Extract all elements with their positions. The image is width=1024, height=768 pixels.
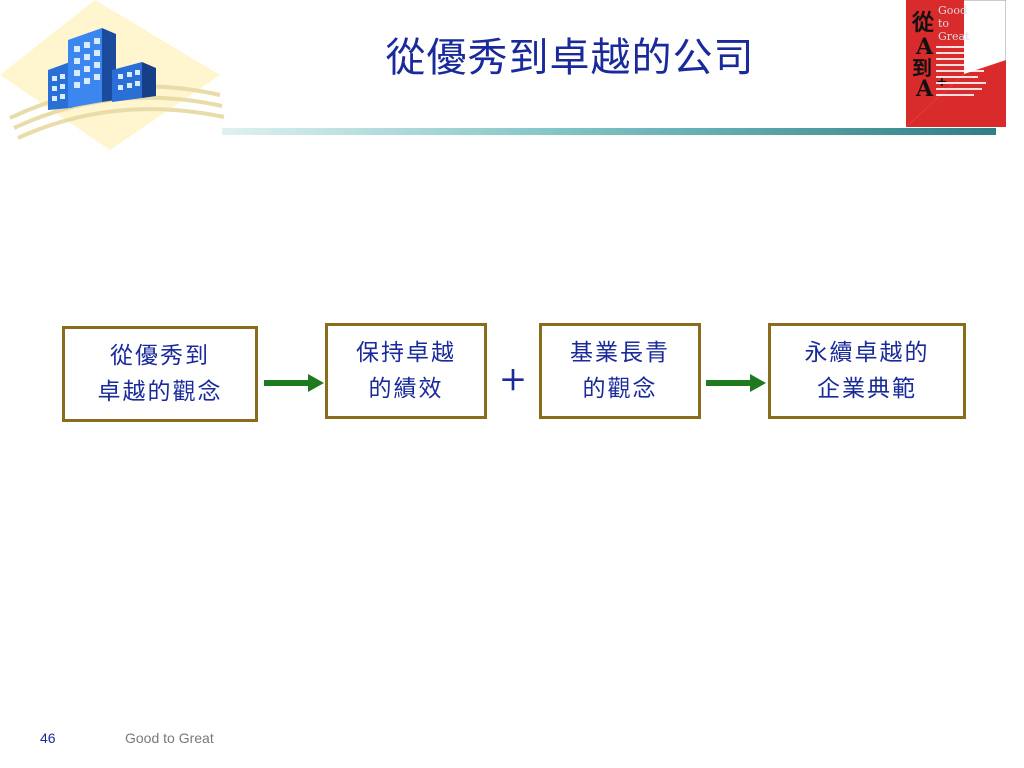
title-divider <box>222 128 996 135</box>
buildings-logo-icon <box>0 0 230 160</box>
flow-box-enduring-excellence-model: 永續卓越的 企業典範 <box>768 323 966 419</box>
arrow-right-icon <box>264 372 326 394</box>
cover-en-title: Good <box>938 4 967 17</box>
plus-operator: + <box>495 362 531 396</box>
flow-box-good-to-great-concept: 從優秀到 卓越的觀念 <box>62 326 258 422</box>
flow-box-label: 永續卓越的 企業典範 <box>805 335 930 407</box>
footer-title: Good to Great <box>125 730 214 746</box>
arrow-right-icon <box>706 372 768 394</box>
flow-box-label: 從優秀到 卓越的觀念 <box>98 338 223 410</box>
flow-box-label: 保持卓越 的績效 <box>356 335 456 407</box>
cover-char-a2: A <box>915 76 934 102</box>
slide-number: 46 <box>40 730 56 746</box>
flow-box-label: 基業長青 的觀念 <box>570 335 670 407</box>
cover-char-cong: 從 <box>911 10 934 36</box>
page-title: 從優秀到卓越的公司 <box>320 36 820 80</box>
book-cover-image: 從 A 到 A + Good to Great <box>906 0 1006 127</box>
svg-text:to: to <box>938 17 949 30</box>
flow-box-sustained-performance: 保持卓越 的績效 <box>325 323 487 419</box>
svg-text:Great: Great <box>938 30 970 43</box>
flow-box-built-to-last-concept: 基業長青 的觀念 <box>539 323 701 419</box>
